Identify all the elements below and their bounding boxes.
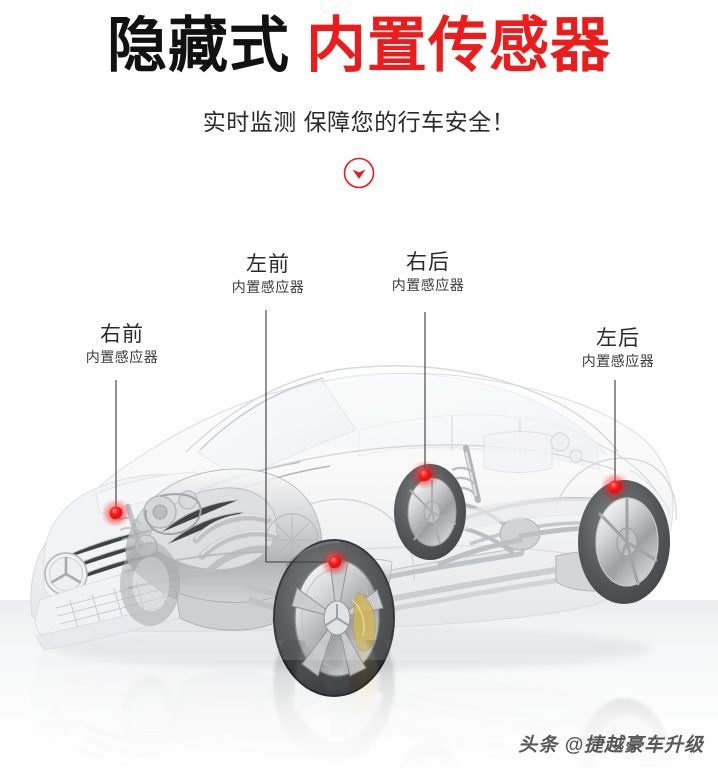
callout-left-rear[interactable]: 左后 内置感应器 bbox=[548, 326, 688, 370]
hero-header: 隐藏式内置传感器 实时监测 保障您的行车安全！ bbox=[0, 0, 718, 210]
callout-left-rear-title: 左后 bbox=[596, 327, 640, 350]
callout-left-front-subtitle: 内置感应器 bbox=[231, 279, 305, 296]
page-title: 隐藏式内置传感器 bbox=[0, 14, 718, 77]
callout-left-front[interactable]: 左前 内置感应器 bbox=[198, 252, 338, 296]
title-black-part: 隐藏式 bbox=[107, 12, 290, 79]
chevron-down-circle-icon bbox=[342, 156, 376, 190]
callout-left-front-title: 左前 bbox=[246, 253, 290, 276]
callout-left-rear-subtitle: 内置感应器 bbox=[581, 353, 655, 370]
callout-right-front-subtitle: 内置感应器 bbox=[85, 349, 159, 366]
title-red-part: 内置传感器 bbox=[306, 12, 611, 79]
page-subtitle: 实时监测 保障您的行车安全！ bbox=[202, 109, 516, 135]
callout-right-rear-subtitle: 内置感应器 bbox=[391, 277, 465, 294]
callout-right-rear-title: 右后 bbox=[406, 251, 450, 274]
callout-right-rear[interactable]: 右后 内置感应器 bbox=[358, 250, 498, 294]
callout-right-front[interactable]: 右前 内置感应器 bbox=[52, 322, 192, 366]
watermark: 头条 @捷越豪车升级 bbox=[518, 735, 704, 756]
callout-right-front-title: 右前 bbox=[100, 323, 144, 346]
